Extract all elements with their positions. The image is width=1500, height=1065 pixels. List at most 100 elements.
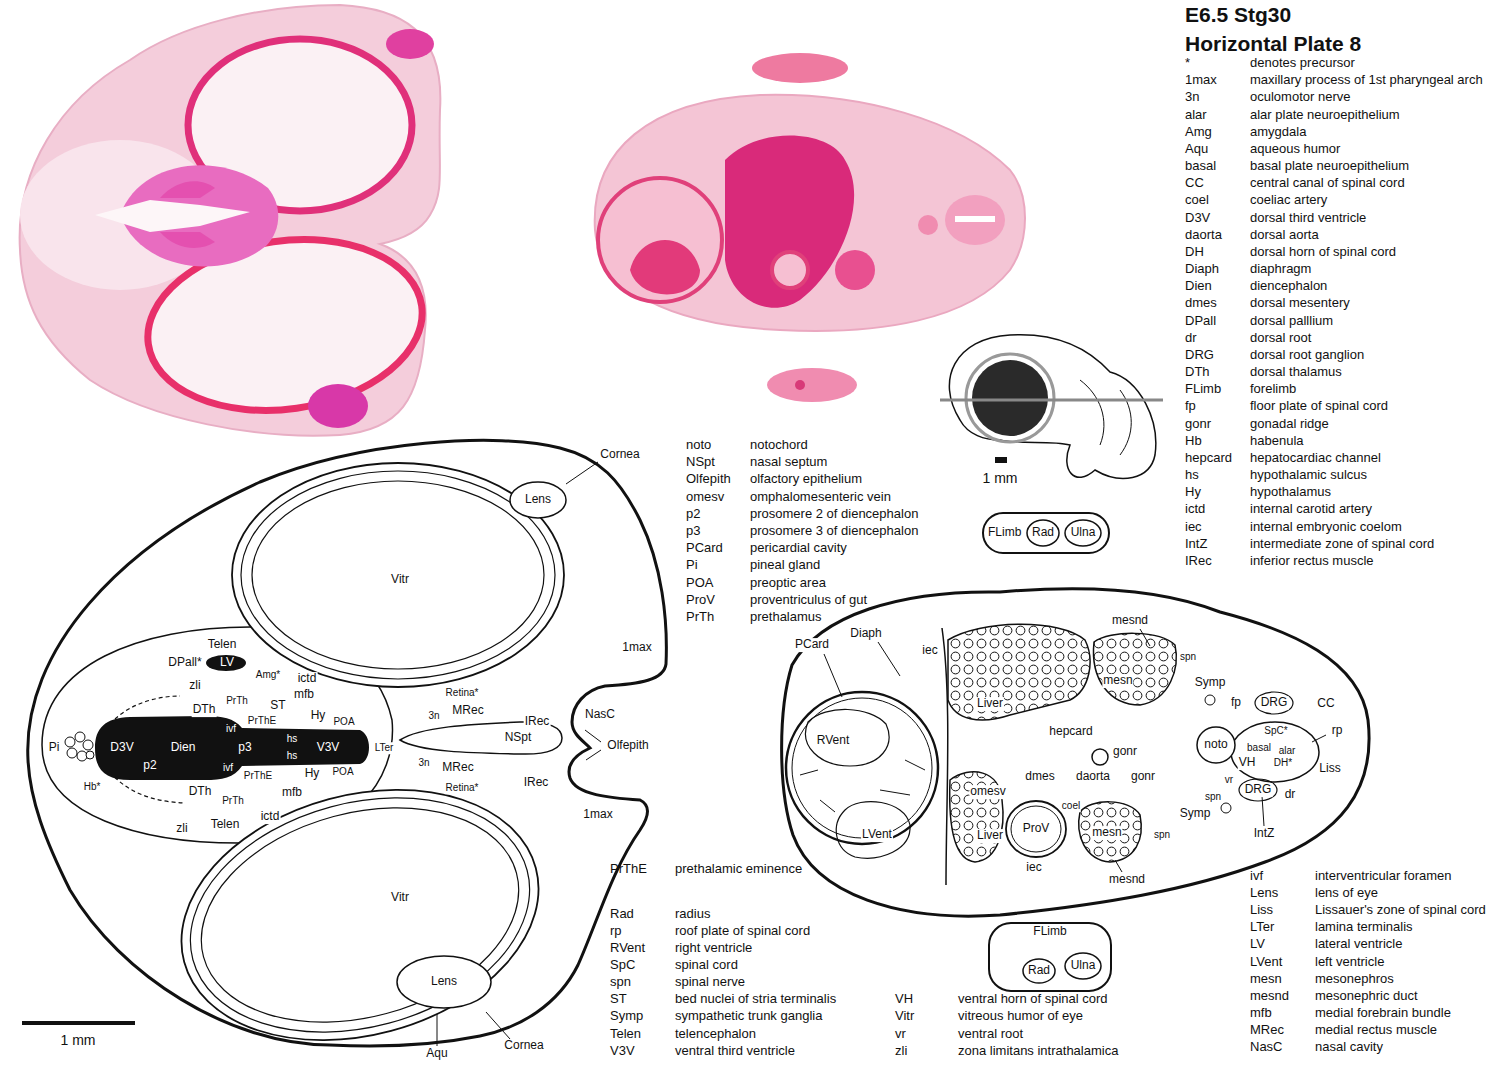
head-section-photo [160,181,215,198]
outline-ellipse [1065,520,1101,546]
glossary-definition: dorsal root [1250,330,1311,345]
head-section-drawing [164,762,556,1065]
glossary-term: daorta [1185,227,1222,242]
glossary-definition: internal embryonic coelom [1250,519,1402,534]
glossary-term: LV [1250,937,1265,952]
glossary-term: Symp [610,1009,643,1024]
glossary-definition: lamina terminalis [1315,920,1413,935]
trunk-section-drawing [1115,860,1122,872]
glossary-term: * [1185,56,1190,71]
structure-label: PrThE [243,770,273,782]
glossary-term: Hy [1185,485,1201,500]
structure-label: LVent [861,828,893,842]
structure-label: hs [287,750,298,762]
structure-label: RVent [816,734,850,748]
lens-node: Lens [509,481,567,519]
structure-label: Hb* [83,781,102,793]
glossary-term: hepcard [1185,450,1232,465]
trunk-section-drawing [878,642,900,676]
glossary-definition: internal carotid artery [1250,502,1372,517]
structure-label: zli [175,822,188,836]
glossary-definition: spinal cord [675,958,738,973]
glossary-definition: prosomere 2 of diencephalon [750,506,918,521]
glossary-definition: oculomotor nerve [1250,90,1350,105]
structure-label: NSpt [504,731,533,745]
glossary-definition: interventricular foramen [1315,869,1452,884]
glossary-term: iec [1185,519,1202,534]
glossary-term: dmes [1185,296,1217,311]
trunk-section-drawing [1262,796,1264,826]
structure-label: vr [1224,774,1234,786]
glossary-term: Hb [1185,433,1202,448]
head-section-drawing [252,481,544,669]
head-section-photo [386,29,434,59]
glossary-term: NSpt [686,455,715,470]
structure-label: omesv [969,785,1006,799]
glossary-term: ictd [1185,502,1205,517]
structure-label: mesnd [1111,614,1149,628]
glossary-definition: basal plate neuroepithelium [1250,159,1409,174]
glossary-definition: nasal cavity [1315,1040,1383,1055]
node-text: Lens [525,493,551,507]
embryo-inset [940,335,1163,479]
glossary-definition: hepatocardiac channel [1250,450,1381,465]
structure-label: V3V [317,741,340,755]
trunk-section-drawing [782,589,1369,916]
head-section-drawing [86,751,94,759]
glossary-definition: pineal gland [750,558,820,573]
glossary-term: mfb [1250,1005,1272,1020]
head-section-photo [160,232,215,248]
trunk-section-drawing [824,654,842,697]
structure-label: Vitr [390,891,410,905]
head-section-drawing [437,1014,438,1046]
glossary-definition: spinal nerve [675,975,745,990]
glossary-term: rp [610,924,622,939]
structure-label: DPall* [167,656,202,670]
node-text: noto [1204,738,1227,752]
structure-label: MRec [451,704,484,718]
structure-label: 3n [417,757,430,769]
trunk-section-photo [725,136,854,308]
glossary-term: Aqu [1185,141,1208,156]
node-text: Ulna [1071,526,1096,540]
glossary-definition: hypothalamus [1250,485,1331,500]
structure-label: Liver [976,697,1004,711]
structure-label: POA [332,716,355,728]
glossary-definition: lens of eye [1315,886,1378,901]
head-section-photo [95,200,250,232]
structure-label: ivf [223,762,233,774]
structure-label: 3n [427,710,440,722]
outline-ellipse [397,956,491,1008]
glossary-definition: central canal of spinal cord [1250,176,1405,191]
glossary-definition: denotes precursor [1250,56,1355,71]
glossary-definition: olfactory epithelium [750,472,862,487]
glossary-definition: habenula [1250,433,1304,448]
limb-outline: FLimbRadUlna [982,512,1110,554]
structure-label: iec [1025,861,1042,875]
node-text: Rad [1028,964,1050,978]
glossary-definition: pericardial cavity [750,541,847,556]
trunk-section-photo [955,216,995,222]
structure-label: DRG [1244,783,1273,797]
head-section-drawing [566,462,598,484]
notochord-circle: noto [1196,726,1236,764]
structure-label: 1max [621,641,652,655]
node-text: Rad [1032,526,1054,540]
structure-label: p2 [143,759,156,773]
bone-circle: Rad [1026,519,1060,547]
structure-label: Hy [310,709,327,723]
structure-label: alar [1278,745,1297,757]
structure-label: 1 mm [60,1032,97,1048]
embryo-inset [995,457,1007,463]
glossary-term: Lens [1250,886,1278,901]
glossary-term: mesn [1250,971,1282,986]
glossary-term: DRG [1185,347,1214,362]
glossary-term: CC [1185,176,1204,191]
head-section-drawing [75,732,85,742]
head-section-drawing [65,737,75,747]
glossary-definition: forelimb [1250,382,1296,397]
glossary-term: RVent [610,941,645,956]
trunk-section-drawing [1239,779,1277,801]
embryo-inset [966,354,1054,442]
glossary-term: Vitr [895,1009,914,1024]
